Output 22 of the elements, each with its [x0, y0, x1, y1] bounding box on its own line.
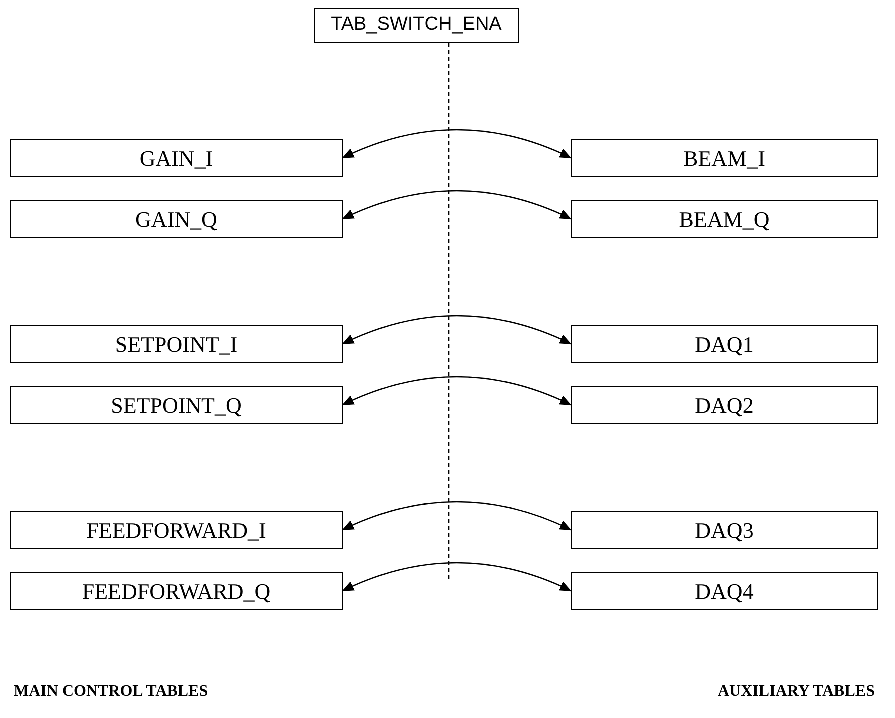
table-box: BEAM_Q	[571, 200, 878, 238]
table-box: BEAM_I	[571, 139, 878, 177]
double-arrow	[342, 129, 572, 159]
group-label: MAIN CONTROL TABLES	[14, 682, 208, 702]
double-arrow	[342, 315, 572, 345]
dashed-line	[448, 43, 450, 582]
table-box: GAIN_I	[10, 139, 343, 177]
table-box: FEEDFORWARD_I	[10, 511, 343, 549]
table-box: DAQ3	[571, 511, 878, 549]
table-box: FEEDFORWARD_Q	[10, 572, 343, 610]
double-arrow	[342, 501, 572, 531]
double-arrow	[342, 190, 572, 220]
table-box: DAQ1	[571, 325, 878, 363]
double-arrow	[342, 562, 572, 592]
table-box: TAB_SWITCH_ENA	[314, 8, 519, 43]
double-arrow	[342, 376, 572, 406]
table-box: SETPOINT_I	[10, 325, 343, 363]
table-box: SETPOINT_Q	[10, 386, 343, 424]
group-label: AUXILIARY TABLES	[718, 682, 875, 702]
table-box: DAQ4	[571, 572, 878, 610]
table-box: GAIN_Q	[10, 200, 343, 238]
table-box: DAQ2	[571, 386, 878, 424]
